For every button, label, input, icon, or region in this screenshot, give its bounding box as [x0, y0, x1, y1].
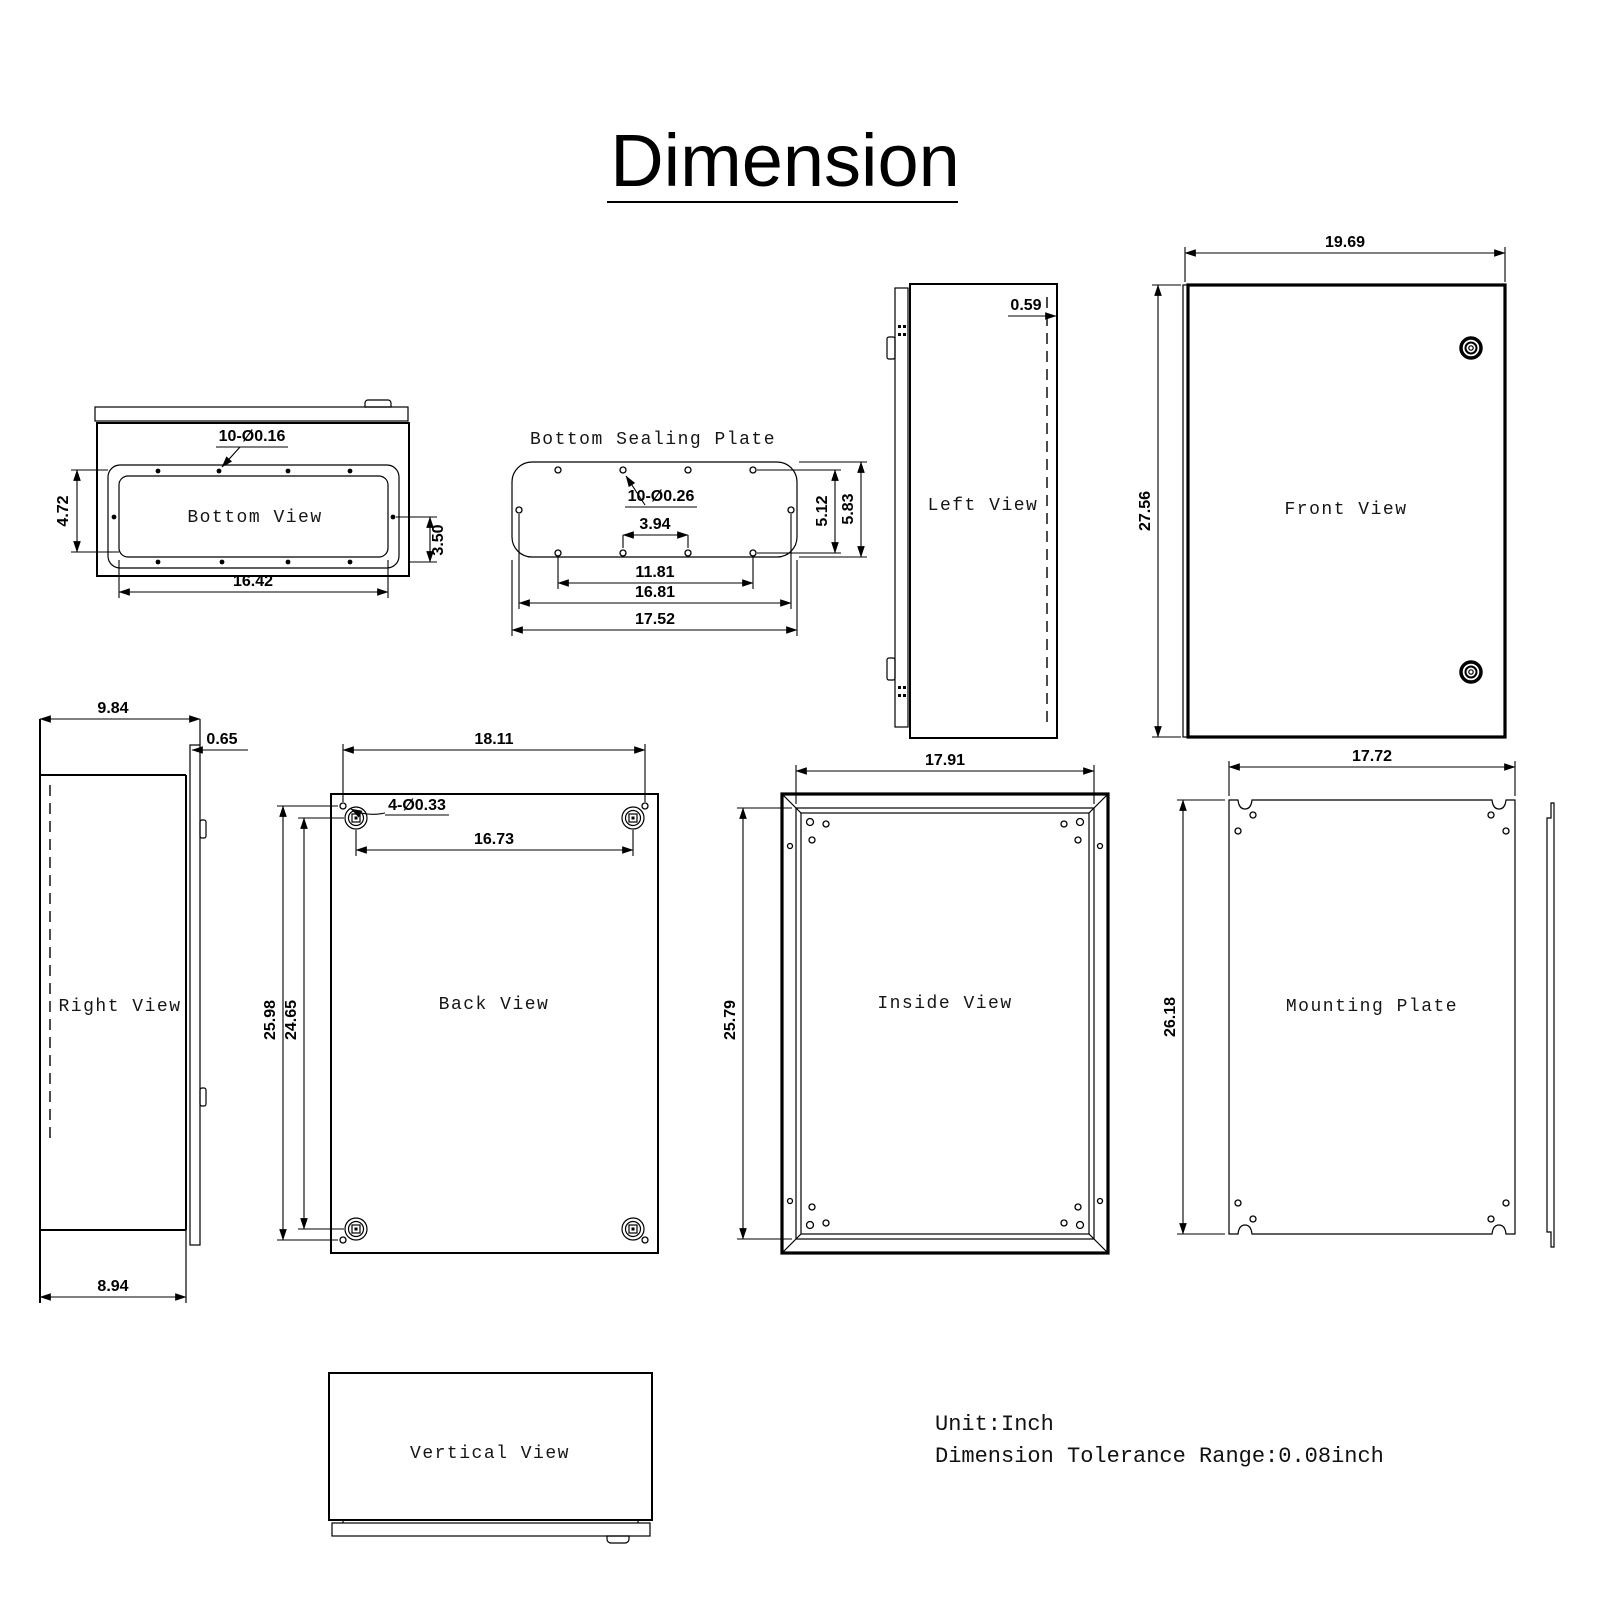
left-view-label: Left View	[928, 496, 1039, 516]
front-view-label: Front View	[1284, 500, 1407, 520]
vertical-view-base-plate	[331, 1522, 651, 1537]
vertical-view-tab	[606, 1535, 630, 1544]
bottom-sealing-plate-label: Bottom Sealing Plate	[530, 430, 776, 450]
back-view-label: Back View	[439, 995, 550, 1015]
left-view: 0.59 Left View	[886, 283, 1058, 739]
sealing-plate-dim-5_12: 5.12	[814, 495, 831, 526]
back-view: 18.11 16.73 4-Ø0.33 25.98 24.65 Back Vie…	[262, 731, 659, 1254]
right-view-label: Right View	[58, 997, 181, 1017]
inside-view-dim-25_79: 25.79	[722, 1000, 739, 1040]
front-view-lock-bottom	[1459, 660, 1483, 684]
unit-note: Unit:Inch	[935, 1412, 1054, 1437]
sealing-plate-dim-16_81: 16.81	[635, 584, 675, 601]
bottom-view-body	[96, 422, 410, 577]
vertical-view-body	[328, 1372, 653, 1521]
bottom-view-tab	[364, 399, 392, 408]
left-view-hinge-top	[886, 336, 896, 360]
back-view-dim-18_11: 18.11	[474, 731, 513, 748]
sealing-plate-hole-callout: 10-Ø0.26	[628, 488, 695, 505]
sealing-plate-dim-17_52: 17.52	[635, 611, 675, 628]
page-title: Dimension	[610, 119, 960, 202]
back-view-boss-br	[621, 1217, 645, 1241]
front-view-lock-top	[1459, 336, 1483, 360]
title-block: Dimension	[607, 119, 960, 203]
sealing-plate-dim-5_83: 5.83	[840, 493, 857, 524]
mounting-plate-dim-17_72: 17.72	[1352, 748, 1392, 765]
left-view-body	[909, 283, 1058, 739]
vertical-view-label: Vertical View	[410, 1444, 570, 1464]
right-view-hinge-top	[199, 819, 207, 839]
mounting-plate-label: Mounting Plate	[1286, 997, 1458, 1017]
inside-view-inner	[800, 812, 1090, 1235]
inside-view-dim-17_91: 17.91	[925, 752, 965, 769]
left-view-dim-0_59: 0.59	[1010, 297, 1041, 314]
back-view-hole-callout: 4-Ø0.33	[388, 797, 446, 814]
front-view-door	[1186, 283, 1507, 739]
tolerance-note: Dimension Tolerance Range:0.08inch	[935, 1444, 1384, 1469]
notes-block: Unit:Inch Dimension Tolerance Range:0.08…	[935, 1412, 1384, 1469]
right-view-dim-9_84: 9.84	[97, 700, 128, 717]
right-view-door-edge	[189, 744, 201, 1246]
mounting-plate-side-profile	[1546, 802, 1555, 1248]
sealing-plate-dim-3_94: 3.94	[639, 516, 670, 533]
inside-view-frame	[795, 807, 1095, 1240]
bottom-view: 10-Ø0.16 4.72 3.50 16.42 Bottom View	[55, 399, 447, 598]
back-view-dim-24_65: 24.65	[283, 1000, 300, 1040]
inside-view-outer	[780, 792, 1110, 1255]
front-view-dim-27_56: 27.56	[1137, 491, 1154, 531]
left-view-hinge-bottom	[886, 657, 896, 681]
inside-view: 17.91 25.79 Inside View	[722, 752, 1110, 1255]
right-view: 9.84 0.65 8.94 Right View	[39, 700, 248, 1303]
bottom-view-hole-callout: 10-Ø0.16	[219, 428, 286, 445]
mounting-plate-outline	[1228, 799, 1516, 1235]
back-view-boss-tl	[344, 806, 368, 830]
right-view-dim-0_65: 0.65	[206, 731, 237, 748]
back-view-boss-bl	[344, 1217, 368, 1241]
bottom-sealing-plate-view: Bottom Sealing Plate 10-Ø0.26 3.94 11.81…	[511, 430, 867, 636]
mounting-plate-view: 17.72 26.18 Mounting Plate	[1162, 748, 1555, 1248]
sealing-plate-outline	[511, 461, 798, 558]
right-view-hinge-bottom	[199, 1087, 207, 1107]
back-view-body	[330, 793, 659, 1254]
sealing-plate-dim-11_81: 11.81	[635, 564, 674, 581]
front-view-dim-19_69: 19.69	[1325, 234, 1365, 251]
right-view-dim-8_94: 8.94	[97, 1278, 128, 1295]
bottom-view-dim-3_50: 3.50	[430, 524, 447, 555]
inside-view-label: Inside View	[877, 994, 1012, 1014]
front-view: 19.69 27.56 Front View	[1137, 234, 1507, 739]
back-view-dim-25_98: 25.98	[262, 1000, 279, 1040]
bottom-view-label: Bottom View	[187, 508, 322, 528]
vertical-view: Vertical View	[328, 1372, 653, 1544]
bottom-view-seal-inner	[118, 475, 389, 558]
bottom-view-dim-16_42: 16.42	[233, 573, 273, 590]
back-view-boss-tr	[621, 806, 645, 830]
bottom-view-dim-4_72: 4.72	[55, 495, 72, 526]
bottom-view-lip	[94, 406, 409, 422]
back-view-dim-16_73: 16.73	[474, 831, 514, 848]
mounting-plate-dim-26_18: 26.18	[1162, 997, 1179, 1037]
left-view-door-edge	[894, 287, 909, 728]
